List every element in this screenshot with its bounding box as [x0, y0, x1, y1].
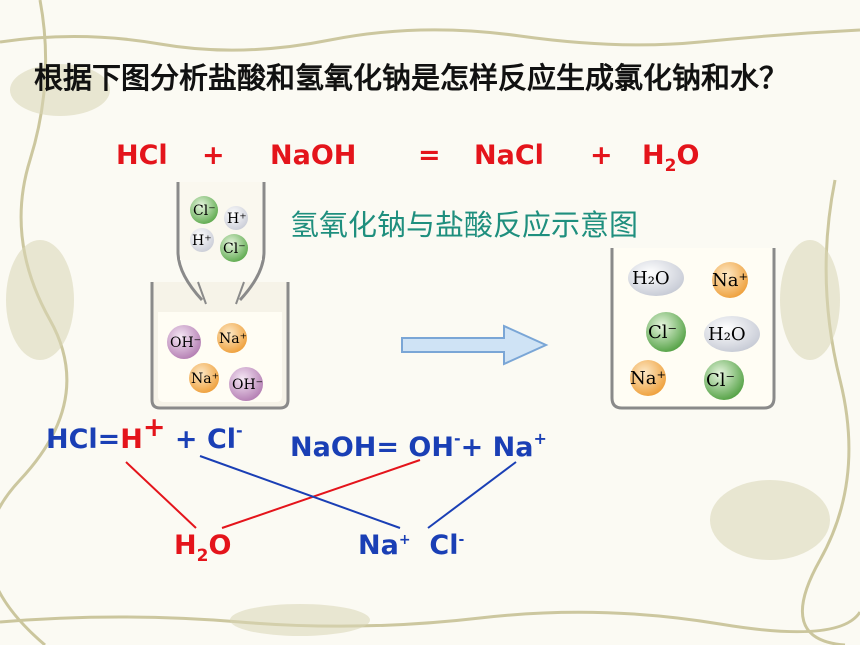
ion-label: OH⁻	[232, 377, 263, 393]
left-beaker: Cl⁻ H⁺ H⁺ Cl⁻ OH⁻ Na⁺ Na⁺ OH⁻	[150, 182, 290, 410]
equation-equals: =	[418, 140, 441, 171]
equation-hcl: HCl	[116, 140, 168, 171]
ion-label: Cl⁻	[648, 322, 677, 343]
ion-label: H⁺	[227, 211, 247, 227]
oh-to-water-line	[221, 459, 421, 529]
ion-label: Na⁺	[712, 270, 748, 291]
ion-label: H⁺	[192, 233, 212, 249]
product-sodium-chloride-ions: Na+ Cl-	[358, 530, 465, 561]
equation-nacl: NaCl	[474, 140, 544, 171]
na-to-products-line	[427, 461, 517, 529]
ion-label: Na⁺	[191, 371, 219, 387]
equation-water: H2O	[642, 140, 700, 176]
ion-label: OH⁻	[170, 335, 201, 351]
h-to-water-line	[125, 461, 197, 529]
equation-naoh: NaOH	[270, 140, 357, 171]
question-title: 根据下图分析盐酸和氢氧化钠是怎样反应生成氯化钠和水？	[34, 61, 789, 95]
solution-ions: OH⁻ Na⁺ Na⁺ OH⁻	[167, 323, 263, 401]
naoh-ionization: NaOH= OH-+ Na+	[290, 429, 547, 463]
cl-to-products-line	[199, 455, 401, 529]
equation-plus-1: +	[202, 140, 225, 171]
diagram-title: 氢氧化钠与盐酸反应示意图	[290, 208, 639, 242]
ion-label: Cl⁻	[193, 203, 216, 219]
dropper-ions: Cl⁻ H⁺ H⁺ Cl⁻	[190, 196, 248, 262]
ion-label: Cl⁻	[706, 370, 735, 391]
ion-label: Na⁺	[219, 331, 247, 347]
reaction-arrow-icon	[401, 324, 549, 366]
product-water: H2O	[174, 530, 232, 566]
ion-label: Cl⁻	[223, 241, 246, 257]
ion-label: H₂O	[708, 324, 746, 345]
hcl-ionization: HCl=H+ + Cl-	[46, 412, 243, 455]
ion-label: H₂O	[632, 268, 670, 289]
right-beaker: H₂O Na⁺ Cl⁻ H₂O Na⁺ Cl⁻	[610, 248, 776, 410]
equation-plus-2: +	[590, 140, 613, 171]
ion-label: Na⁺	[630, 368, 666, 389]
